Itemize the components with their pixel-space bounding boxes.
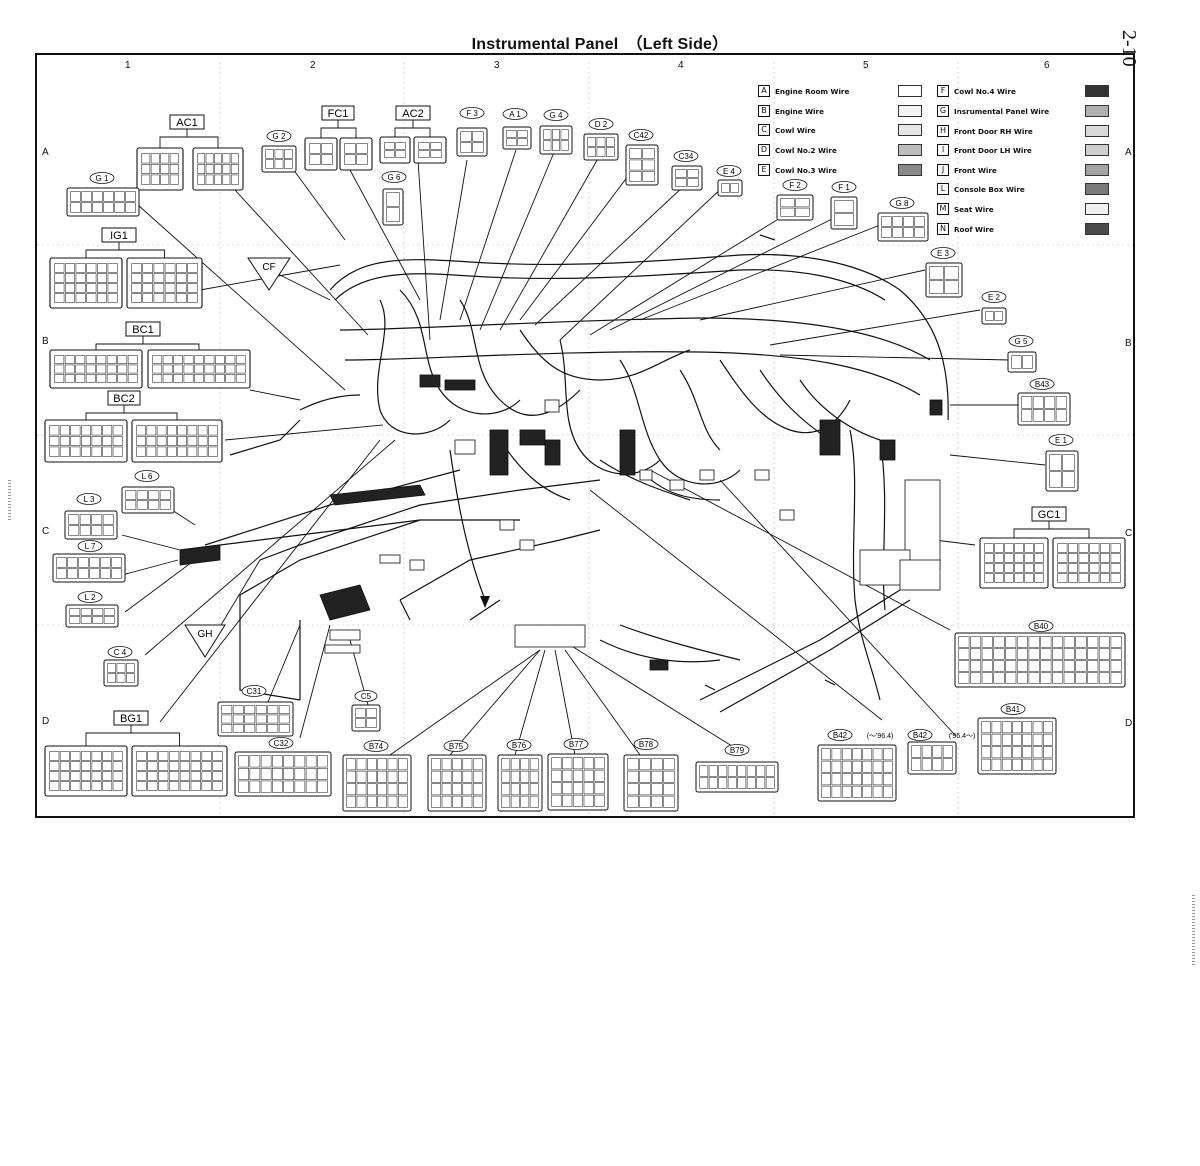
- legend-code: G: [937, 105, 949, 117]
- row-letter: D: [1125, 718, 1133, 729]
- legend-swatch: [898, 144, 922, 156]
- legend-code: E: [758, 164, 770, 176]
- scan-mark: [1192, 895, 1195, 965]
- legend-label: Front Wire: [954, 165, 997, 175]
- legend-code: I: [937, 144, 949, 156]
- legend-label: Front Door LH Wire: [954, 145, 1032, 155]
- legend-item: C Cowl Wire: [758, 123, 816, 137]
- legend-swatch: [1085, 223, 1109, 235]
- legend-item: J Front Wire: [937, 163, 997, 177]
- page-title: Instrumental Panel （Left Side）: [471, 36, 729, 53]
- legend-label: Cowl No.3 Wire: [775, 165, 837, 175]
- row-letter: A: [1125, 147, 1132, 158]
- legend-item: D Cowl No.2 Wire: [758, 143, 837, 157]
- row-letter: C: [42, 526, 50, 537]
- row-letter: B: [42, 336, 49, 347]
- legend-swatch: [1085, 144, 1109, 156]
- legend-swatch: [1085, 164, 1109, 176]
- column-number: 5: [863, 60, 869, 71]
- column-number: 4: [678, 60, 684, 71]
- legend-swatch: [1085, 203, 1109, 215]
- legend-label: Cowl No.4 Wire: [954, 86, 1016, 96]
- legend-swatch: [898, 124, 922, 136]
- legend-swatch: [1085, 85, 1109, 97]
- legend-label: Console Box Wire: [954, 184, 1025, 194]
- legend-item: F Cowl No.4 Wire: [937, 84, 1016, 98]
- legend-item: B Engine Wire: [758, 104, 824, 118]
- legend-label: Front Door RH Wire: [954, 126, 1033, 136]
- scan-mark: [8, 480, 11, 520]
- legend-swatch: [1085, 105, 1109, 117]
- legend-code: J: [937, 164, 949, 176]
- diagram-frame: [35, 53, 1135, 818]
- legend-code: N: [937, 223, 949, 235]
- column-number: 2: [310, 60, 316, 71]
- legend-code: D: [758, 144, 770, 156]
- column-number: 6: [1044, 60, 1050, 71]
- legend-item: M Seat Wire: [937, 202, 994, 216]
- legend-code: L: [937, 183, 949, 195]
- legend-swatch: [898, 85, 922, 97]
- legend-swatch: [1085, 183, 1109, 195]
- legend-item: G Insrumental Panel Wire: [937, 104, 1049, 118]
- legend-code: B: [758, 105, 770, 117]
- legend-item: L Console Box Wire: [937, 182, 1025, 196]
- legend-item: E Cowl No.3 Wire: [758, 163, 837, 177]
- column-number: 1: [125, 60, 131, 71]
- row-letter: D: [42, 716, 50, 727]
- column-number: 3: [494, 60, 500, 71]
- legend-code: F: [937, 85, 949, 97]
- legend-swatch: [1085, 125, 1109, 137]
- legend-label: Engine Wire: [775, 106, 824, 116]
- row-letter: B: [1125, 338, 1132, 349]
- legend-swatch: [898, 105, 922, 117]
- legend-label: Seat Wire: [954, 204, 994, 214]
- legend-code: H: [937, 125, 949, 137]
- legend-item: N Roof Wire: [937, 222, 994, 236]
- legend-item: A Engine Room Wire: [758, 84, 849, 98]
- row-letter: C: [1125, 528, 1133, 539]
- legend-item: I Front Door LH Wire: [937, 143, 1032, 157]
- legend-code: A: [758, 85, 770, 97]
- legend-label: Engine Room Wire: [775, 86, 850, 96]
- legend-code: C: [758, 124, 770, 136]
- legend-label: Cowl Wire: [775, 125, 816, 135]
- row-letter: A: [42, 147, 49, 158]
- legend-label: Roof Wire: [954, 224, 994, 234]
- legend-code: M: [937, 203, 949, 215]
- legend-label: Cowl No.2 Wire: [775, 145, 837, 155]
- legend-label: Insrumental Panel Wire: [954, 106, 1050, 116]
- legend-item: H Front Door RH Wire: [937, 124, 1033, 138]
- legend-swatch: [898, 164, 922, 176]
